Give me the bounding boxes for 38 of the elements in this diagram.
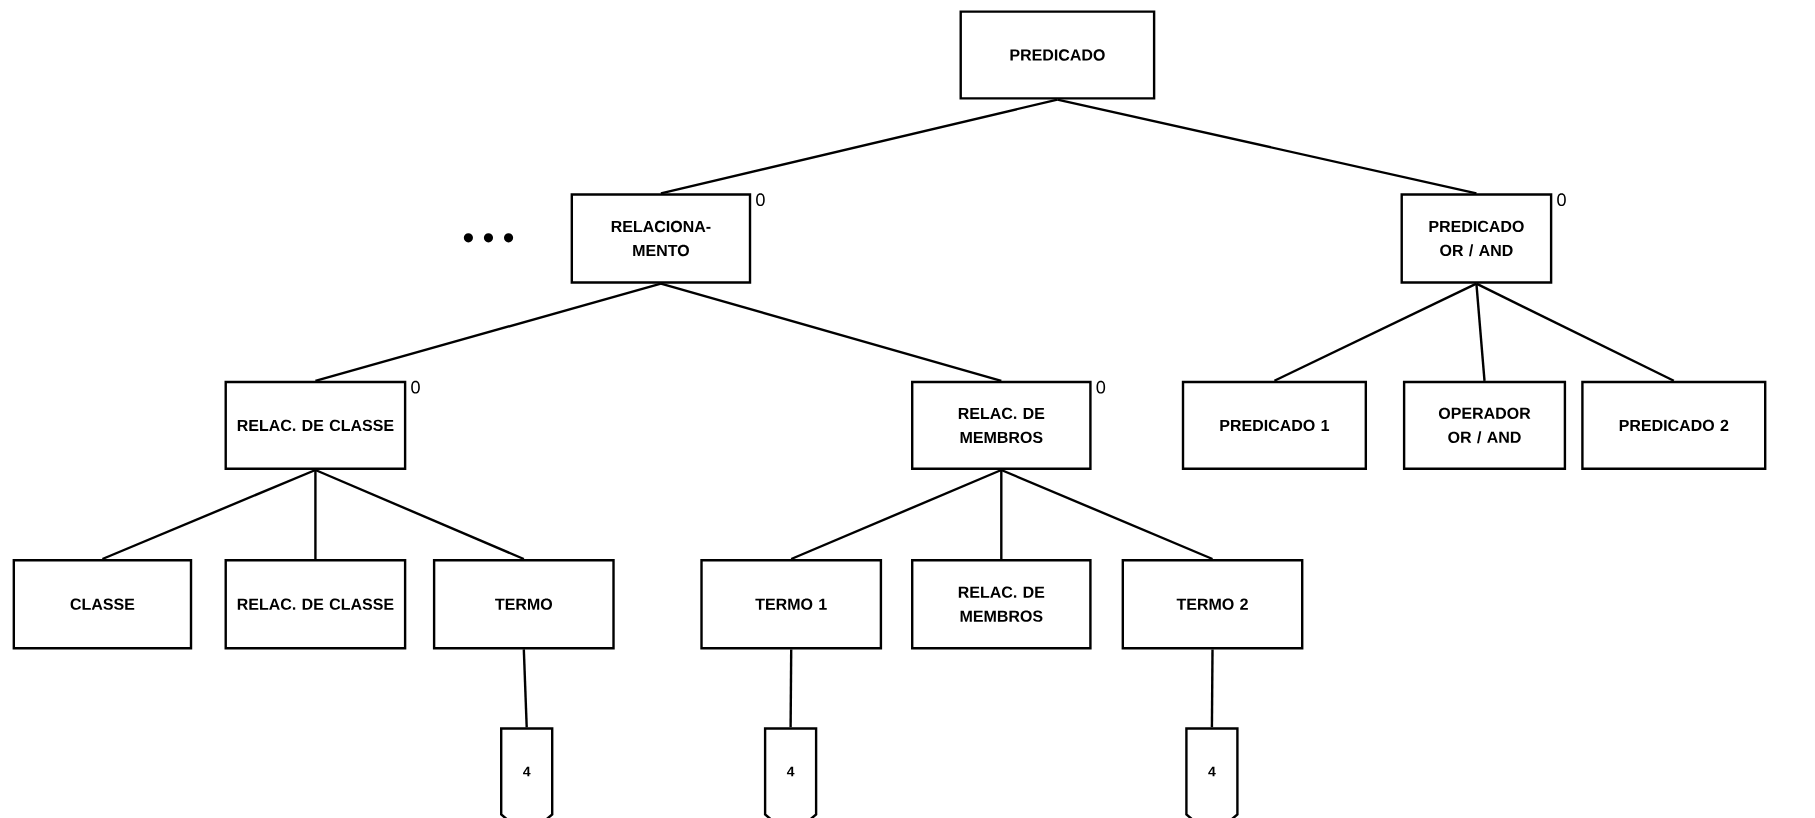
offpage-connector: 4 [1185, 727, 1239, 818]
offpage-connector: 4 [500, 727, 554, 818]
superscript: 0 [1557, 193, 1566, 207]
process-box: PREDICADO OR / AND [1400, 193, 1553, 284]
connector-line [1475, 282, 1675, 382]
process-box: PREDICADO [959, 10, 1156, 100]
superscript: 0 [1096, 380, 1106, 394]
connector-line [1273, 282, 1477, 382]
connector-line [522, 649, 528, 728]
superscript: 0 [756, 193, 765, 207]
process-box: RELAC. DE CLASSE [224, 559, 407, 650]
connector-line [790, 468, 1002, 561]
connector-line [1475, 283, 1486, 381]
connector-line [789, 649, 793, 728]
connector-line [315, 282, 662, 382]
ellipsis: • • • [463, 233, 514, 243]
process-box: OPERADOR OR / AND [1402, 380, 1567, 470]
connector-line [314, 468, 525, 561]
process-box: RELAC. DE MEMBROS [911, 380, 1092, 470]
process-box: RELAC. DE CLASSE [224, 380, 407, 470]
process-box: PREDICADO 1 [1181, 380, 1367, 470]
connector-line [1210, 649, 1214, 728]
process-box: PREDICADO 2 [1581, 380, 1767, 470]
process-box: TERMO 2 [1121, 559, 1304, 650]
connector-line [1000, 470, 1003, 559]
superscript: 0 [411, 380, 420, 394]
connector-line [101, 468, 316, 561]
process-box: TERMO 1 [700, 559, 883, 650]
process-box: RELACIONA- MENTO [570, 193, 752, 284]
process-box: CLASSE [12, 559, 193, 650]
process-box: TERMO [432, 559, 615, 650]
connector-line [314, 470, 317, 559]
connector-line [1057, 98, 1477, 195]
offpage-connector: 4 [763, 727, 818, 818]
connector-line [1000, 468, 1213, 561]
process-box: RELAC. DE MEMBROS [911, 559, 1092, 650]
connector-line [660, 282, 1002, 382]
connector-line [660, 98, 1058, 195]
